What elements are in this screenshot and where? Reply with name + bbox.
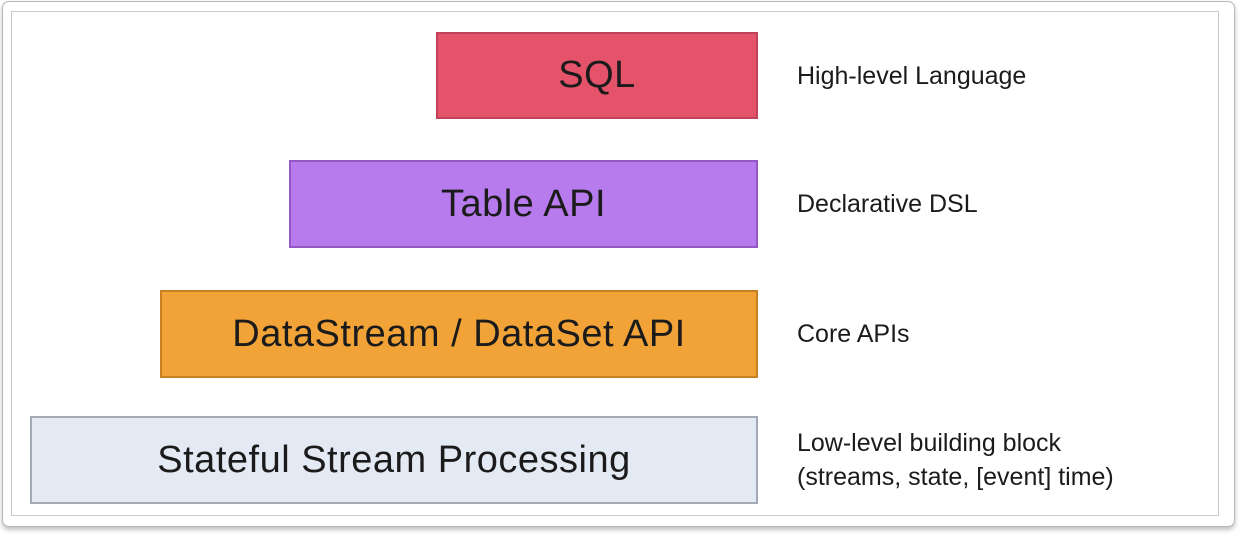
layer-annotation-sql: High-level Language xyxy=(797,32,1026,119)
layer-label-datastream-dataset-api: DataStream / DataSet API xyxy=(232,312,686,355)
layer-box-stateful-stream-processing: Stateful Stream Processing xyxy=(30,416,758,504)
layer-annotation-stateful-stream-processing: Low-level building block (streams, state… xyxy=(797,416,1114,504)
layer-label-stateful-stream-processing: Stateful Stream Processing xyxy=(157,438,631,481)
layer-annotation-table-api: Declarative DSL xyxy=(797,160,978,248)
annotation-line: Core APIs xyxy=(797,320,910,348)
diagram-canvas: SQL High-level Language Table API Declar… xyxy=(11,11,1219,516)
annotation-line: Declarative DSL xyxy=(797,190,978,218)
layer-label-sql: SQL xyxy=(558,54,636,96)
layer-box-sql: SQL xyxy=(436,32,758,119)
annotation-line: High-level Language xyxy=(797,61,1027,90)
layer-box-datastream-dataset-api: DataStream / DataSet API xyxy=(160,290,758,378)
window-frame: SQL High-level Language Table API Declar… xyxy=(2,1,1235,527)
layer-box-table-api: Table API xyxy=(289,160,758,248)
layer-label-table-api: Table API xyxy=(440,182,607,225)
annotation-line: (streams, state, [event] time) xyxy=(797,463,1114,491)
annotation-line: Low-level building block xyxy=(797,429,1062,457)
layer-annotation-datastream-dataset-api: Core APIs xyxy=(797,290,910,378)
